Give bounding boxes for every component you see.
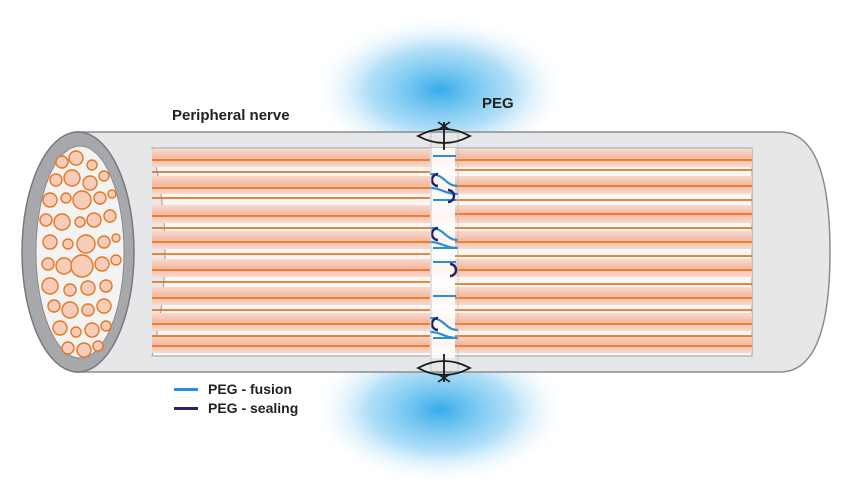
peg-sealing-cap [430, 226, 439, 242]
fascicle-circle [55, 257, 73, 275]
fascicle-circle [86, 159, 98, 171]
fascicle-circle [62, 238, 74, 250]
fascicle-circle [74, 216, 86, 228]
fascicle-circle [60, 192, 72, 204]
fascicle-circle [53, 213, 71, 231]
legend-label-fusion: PEG - fusion [208, 381, 292, 397]
suture-knot-icon [416, 354, 472, 383]
fascicle-circle [99, 279, 113, 293]
fascicle-circle [84, 322, 100, 338]
fascicle-circle [76, 342, 92, 358]
fascicle-circle [63, 283, 77, 297]
peg-fusion-line [429, 316, 459, 332]
fascicle-circle [42, 192, 58, 208]
fascicle-circle [52, 320, 68, 336]
fascicle-circle [41, 277, 59, 295]
fascicle-circle [49, 173, 63, 187]
fascicle-circle [86, 212, 102, 228]
fascicle-circle [82, 175, 98, 191]
fascicle-circle [61, 341, 75, 355]
suture-knot-icon [416, 121, 472, 150]
peg-label: PEG [482, 95, 514, 112]
fascicle-circle [72, 190, 92, 210]
peg-glow-top [310, 15, 570, 165]
peg-sealing-cap [447, 188, 456, 204]
fascicle-circle [39, 213, 53, 227]
fascicle-circle [41, 257, 55, 271]
legend-item-fusion: PEG - fusion [174, 381, 292, 397]
peg-sealing-cap [430, 316, 439, 332]
fascicle-circle [70, 326, 82, 338]
peg-sealing-cap [449, 262, 458, 278]
peg-fusion-line [429, 172, 459, 188]
peg-sealing-cap [430, 172, 439, 188]
fascicle-circle [81, 303, 95, 317]
legend-swatch-fusion [174, 387, 198, 391]
fascicle-circle [63, 169, 81, 187]
fascicle-circle [93, 191, 107, 205]
fascicle-circle [61, 301, 79, 319]
fascicle-circle [97, 235, 111, 249]
fascicle-circle [98, 170, 110, 182]
fascicle-circle [47, 299, 61, 313]
fascicle-circle [94, 256, 110, 272]
fascicle-circle [100, 320, 112, 332]
fascicle-circle [110, 254, 122, 266]
fascicle-circle [68, 150, 84, 166]
fascicle-circle [107, 189, 117, 199]
fascicle-circle [42, 234, 58, 250]
fascicle-circle [55, 155, 69, 169]
peg-fusion-line [429, 226, 459, 242]
legend-item-sealing: PEG - sealing [174, 400, 298, 416]
fascicle-circle [111, 233, 121, 243]
legend-label-sealing: PEG - sealing [208, 400, 299, 416]
fascicle-circle [92, 340, 104, 352]
fascicle-circle [96, 298, 112, 314]
fascicle-circle [76, 234, 96, 254]
fascicle-circle [80, 280, 96, 296]
legend-swatch-sealing [174, 406, 198, 410]
peripheral-nerve-label: Peripheral nerve [172, 107, 290, 124]
fascicle-circle [103, 209, 117, 223]
fascicle-circle [70, 254, 94, 278]
